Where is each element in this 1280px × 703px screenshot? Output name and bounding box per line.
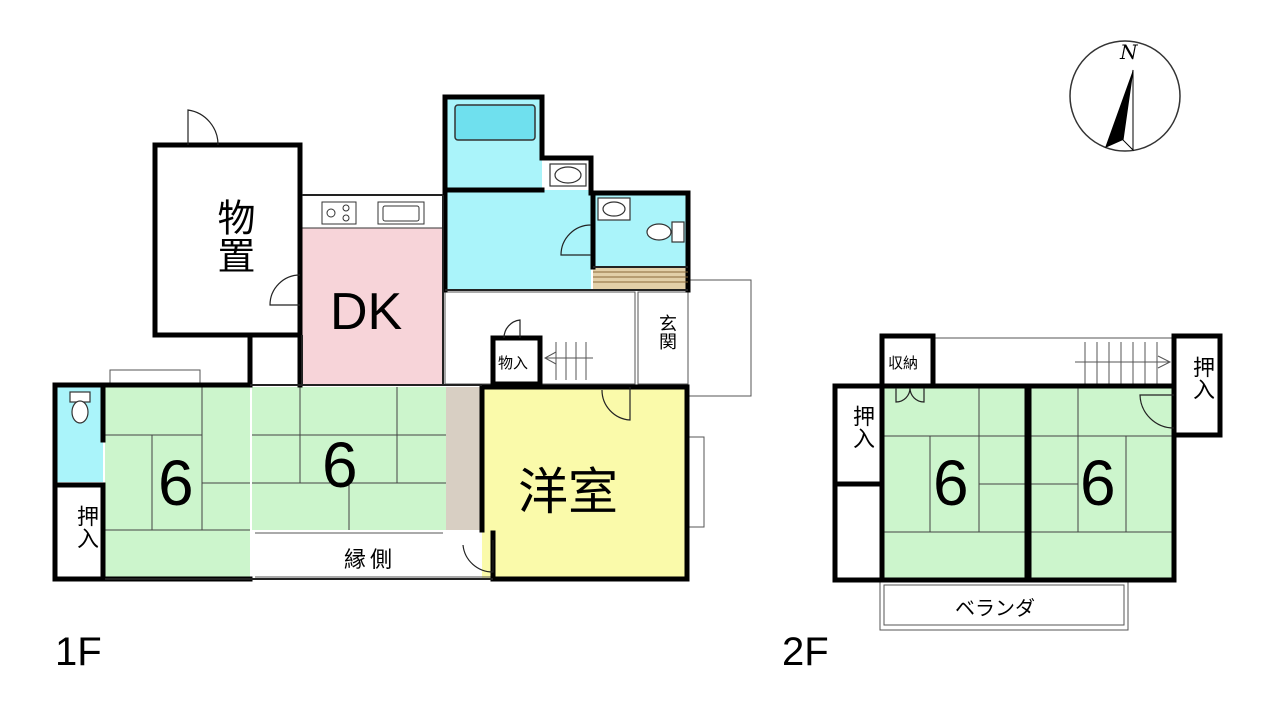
compass-north-label: N <box>1120 40 1138 64</box>
label-closet-west: 押入 <box>73 505 98 549</box>
walls-1f <box>52 94 691 582</box>
label-2f-tatami-west: 6 <box>933 447 969 519</box>
sink-icon <box>377 201 425 225</box>
tatami-lines-west <box>105 387 250 531</box>
toilet-icon <box>646 221 685 243</box>
door-swings-2f <box>895 387 1175 429</box>
bathtub-icon <box>454 104 536 141</box>
wash-basin-icon <box>549 163 587 187</box>
compass-needle-shadow <box>1122 69 1134 152</box>
label-storage: 物置 <box>211 198 255 274</box>
floor-label-1f: 1F <box>55 630 102 674</box>
label-veranda-corridor: 縁側 <box>344 548 397 573</box>
label-tatami-west: 6 <box>158 447 194 519</box>
closet-2f-east <box>1174 340 1222 435</box>
first-floor <box>52 94 752 582</box>
tatami-lines-center <box>252 387 446 530</box>
storage-room <box>155 145 300 335</box>
compass <box>1069 40 1181 152</box>
tatami-lines-2f <box>882 388 1174 533</box>
compass-needle-icon <box>1105 70 1133 148</box>
label-tatami-center: 6 <box>322 429 358 501</box>
washroom <box>445 190 591 290</box>
label-2f-closet-west: 押入 <box>849 405 874 449</box>
second-floor <box>832 333 1223 631</box>
label-2f-storage: 収納 <box>888 354 919 372</box>
label-western-room: 洋室 <box>518 463 618 521</box>
label-closet-small: 物入 <box>498 354 529 372</box>
floor-label-2f: 2F <box>782 630 829 674</box>
label-entrance: 玄関 <box>656 314 677 350</box>
western-room <box>482 387 687 579</box>
walls-2f <box>832 333 1223 583</box>
hand-basin-icon <box>597 197 631 221</box>
label-2f-closet-east: 押入 <box>1189 356 1214 400</box>
dk-room <box>302 228 443 384</box>
label-balcony: ベランダ <box>955 596 1035 620</box>
toilet-west-icon <box>69 391 91 424</box>
thin-walls-1f <box>105 194 688 580</box>
door-swings-1f <box>187 109 631 573</box>
floorboard-lines <box>593 271 688 283</box>
label-dk: DK <box>330 283 403 341</box>
tokonoma <box>446 387 480 530</box>
label-2f-tatami-east: 6 <box>1080 447 1116 519</box>
stove-icon <box>321 201 357 225</box>
